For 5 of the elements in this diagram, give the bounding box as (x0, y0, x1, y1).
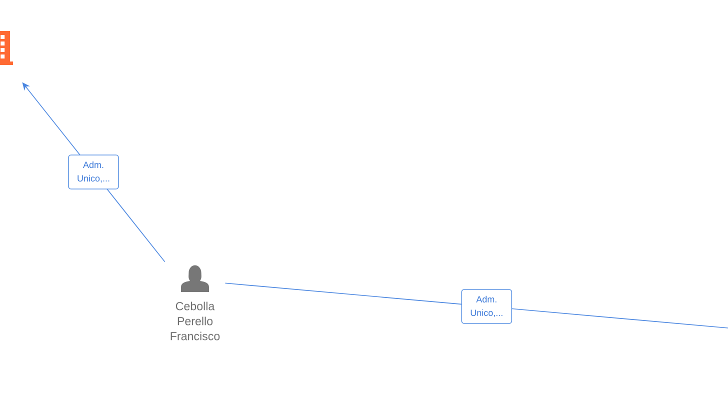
edge-label: Adm. Unico,... (68, 154, 119, 190)
connector-line (224, 282, 728, 328)
building-icon (0, 31, 13, 65)
edge-label: Adm. Unico,... (461, 289, 512, 324)
person-name: Cebolla Perello Francisco (170, 302, 220, 340)
